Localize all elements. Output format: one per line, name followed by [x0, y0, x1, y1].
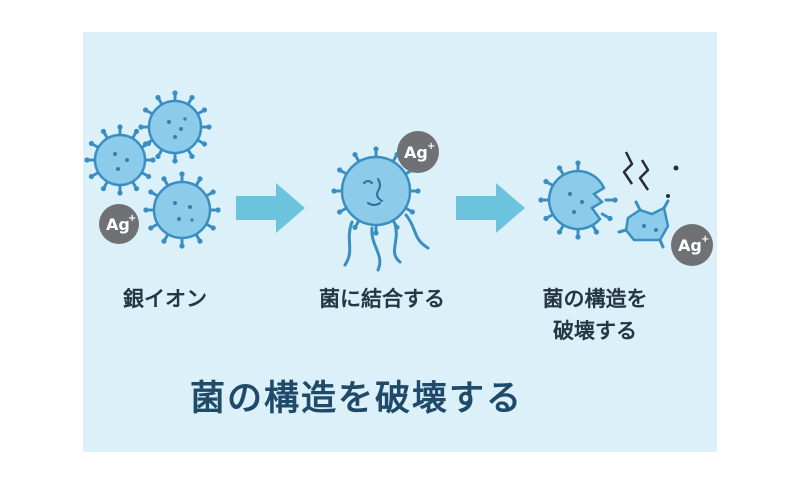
silver-ion-badge-1: Ag +: [99, 204, 139, 244]
svg-text:+: +: [128, 213, 136, 224]
svg-text:Ag: Ag: [106, 215, 130, 234]
bacterium-bound: [329, 144, 430, 272]
svg-text:Ag: Ag: [404, 143, 428, 162]
bacterium-2: [82, 122, 158, 198]
bacterium-spike: [604, 195, 620, 205]
bacterium-3: [141, 169, 223, 251]
arrow-1: [236, 183, 305, 233]
svg-text:+: +: [427, 141, 435, 152]
step-label-bind: 菌に結合する: [319, 287, 445, 311]
step-label-destroy-line1: 菌の構造を: [542, 287, 648, 311]
bacterium-spike: [599, 210, 616, 224]
diagram-title: 菌の構造を破壊する: [190, 379, 524, 419]
bacterium-1: [136, 88, 214, 166]
arrow-2: [456, 183, 525, 233]
svg-text:+: +: [701, 234, 709, 245]
bacterium-broken: [536, 151, 679, 249]
svg-text:Ag: Ag: [678, 236, 702, 255]
step-label-destroy-line2: 破壊する: [553, 319, 637, 343]
silver-ion-badge-3: Ag +: [671, 224, 713, 266]
step-label-silver-ion: 銀イオン: [123, 287, 207, 311]
silver-ion-badge-2: Ag +: [397, 131, 439, 173]
